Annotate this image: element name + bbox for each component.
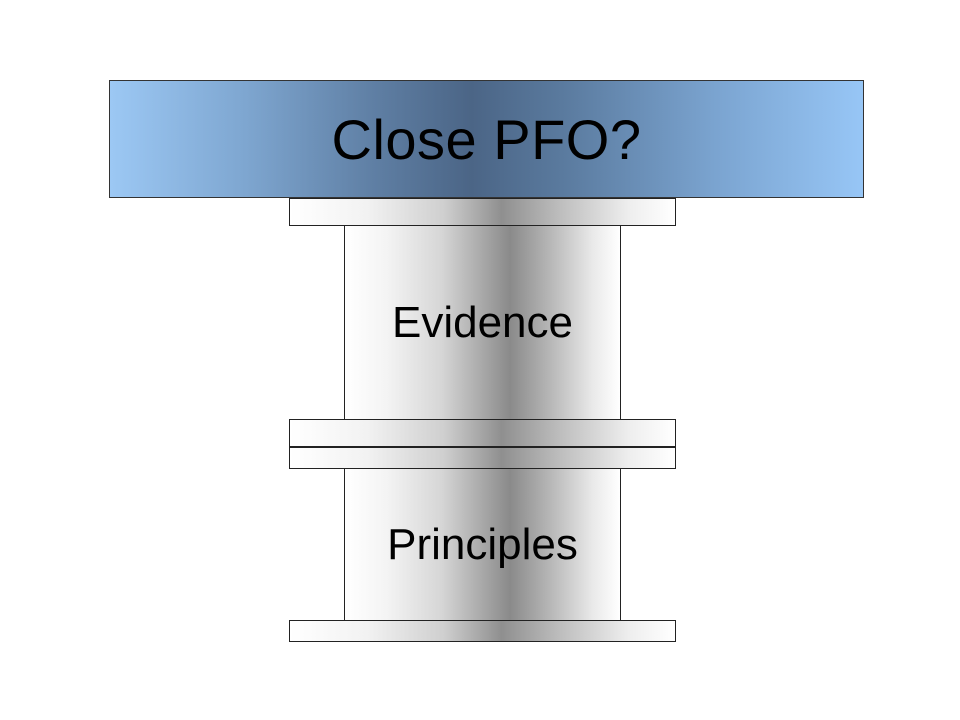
capital-label: Close PFO? bbox=[331, 107, 642, 171]
lower-shaft-label: Principles bbox=[387, 519, 578, 569]
middle-plate-bottom bbox=[289, 447, 676, 469]
capital-plate bbox=[289, 198, 676, 226]
pillar-capital: Close PFO? bbox=[109, 80, 864, 198]
base-plate bbox=[289, 620, 676, 642]
upper-shaft: Evidence bbox=[344, 226, 621, 419]
upper-shaft-label: Evidence bbox=[391, 297, 573, 347]
middle-plate-top bbox=[289, 419, 676, 447]
lower-shaft: Principles bbox=[344, 469, 621, 620]
